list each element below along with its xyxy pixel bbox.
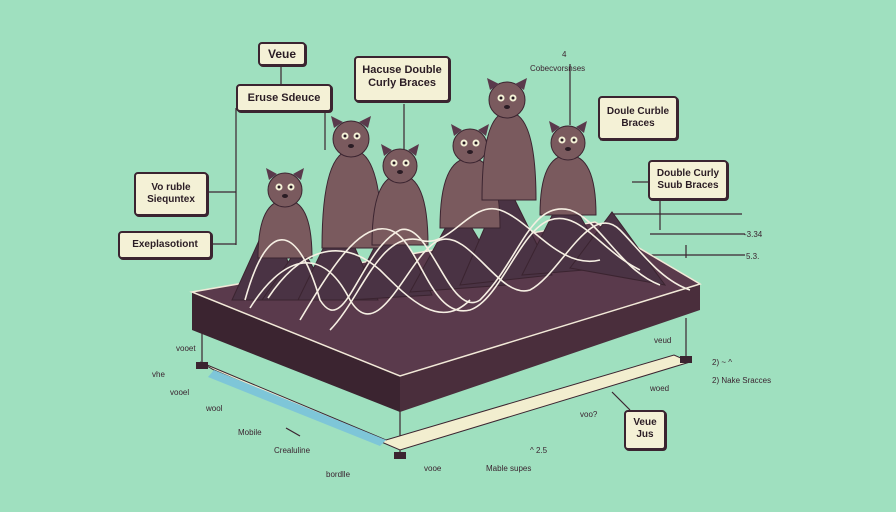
animals [257, 78, 597, 259]
label-mable: Mable supes [486, 464, 532, 473]
waves [244, 207, 691, 331]
label-r2: 5.3. [746, 252, 760, 261]
label-veud: veud [654, 336, 672, 345]
box-vue: Veue [258, 42, 306, 66]
label-r1: -3.34 [744, 230, 763, 239]
animal-3 [371, 144, 429, 246]
label-bordle: bordlle [326, 470, 351, 479]
box-double-curble: Doule Curble Braces [598, 96, 678, 140]
label-left1: vooet [176, 344, 196, 353]
label-mobile: Mobile [238, 428, 262, 437]
label-vooo: vooe [424, 464, 442, 473]
animal-6 [539, 121, 597, 216]
mountains [231, 178, 667, 301]
label-creatuline: Crealuline [274, 446, 311, 455]
label-voos: voo? [580, 410, 598, 419]
label-r3: 2) ~ ^ [712, 358, 732, 367]
label-r4: 2) Nake Sracces [712, 376, 772, 385]
box-erase-sdeuce: Eruse Sdeuce [236, 84, 332, 112]
box-vo-ruble: Vo ruble Siequntex [134, 172, 208, 216]
label-left3: vooel [170, 388, 190, 397]
box-explanation: Exeplasotiont [118, 231, 212, 259]
animal-2 [321, 116, 383, 249]
label-woed: woed [650, 384, 670, 393]
label-left2: vhe [152, 370, 165, 379]
box-hacuse-double: Hacuse Double Curly Braces [354, 56, 450, 102]
box-double-curly: Double Curly Suub Braces [648, 160, 728, 200]
label-top-num: 4 [562, 50, 567, 59]
corner-markers [196, 356, 692, 459]
label-left4: wool [206, 404, 223, 413]
label-v25: ^ 2.5 [530, 446, 548, 455]
animal-1 [257, 168, 313, 259]
animal-5 [481, 78, 537, 201]
label-cobe: Cobecvorsnses [530, 64, 586, 73]
box-vue-jus: Veue Jus [624, 410, 666, 450]
